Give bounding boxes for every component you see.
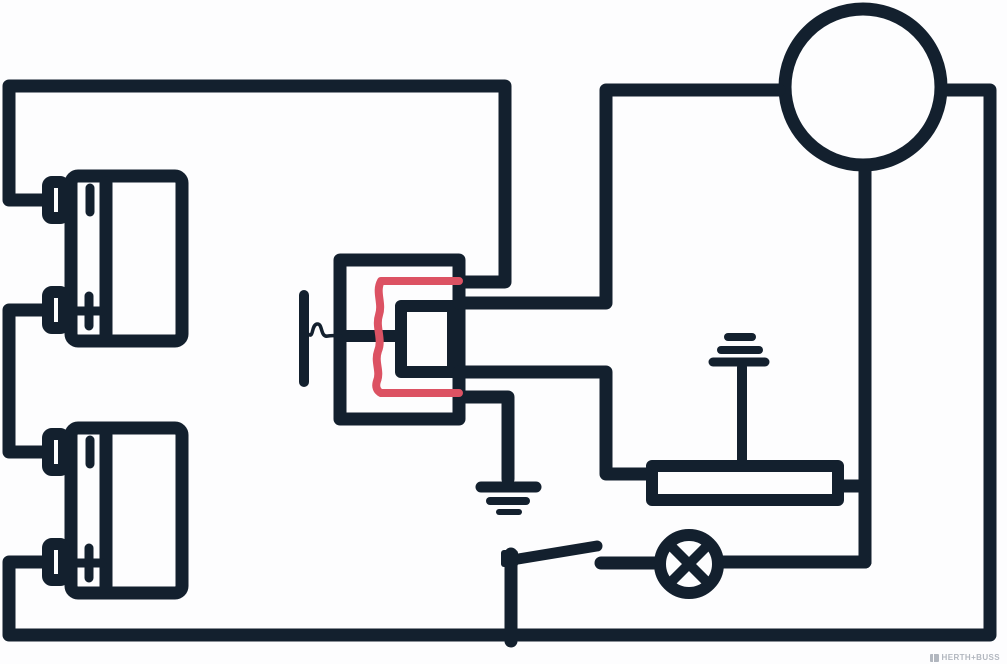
lamp-cross xyxy=(667,542,711,586)
wire-coil-to-motor xyxy=(452,83,786,310)
ground-symbol-2 xyxy=(708,333,770,466)
wire-relay-to-ground xyxy=(452,390,515,486)
wire-bottom-bus-and-right-riser xyxy=(2,83,997,642)
wire-top-bus-left xyxy=(2,79,512,289)
relay-input-squiggle xyxy=(306,322,343,338)
switch-lever xyxy=(506,540,603,566)
motor-circle xyxy=(778,2,948,172)
wire-battery-series-link xyxy=(2,303,51,459)
relay-coil-box xyxy=(395,300,459,378)
ground-symbol-1 xyxy=(475,481,542,515)
wiring xyxy=(2,79,997,648)
battery-1 xyxy=(48,176,182,341)
switch xyxy=(501,540,603,567)
herthbuss-logo-text: HERTH+BUSS xyxy=(941,653,1000,662)
relay-highlight-path xyxy=(372,277,463,397)
wire-coil-to-resistor xyxy=(452,365,654,481)
resistor-box xyxy=(646,460,844,506)
battery-2 xyxy=(48,428,182,593)
herthbuss-logo-icon xyxy=(929,653,939,662)
relay xyxy=(299,290,407,387)
herthbuss-logo: HERTH+BUSS xyxy=(929,653,1000,662)
lamp xyxy=(654,529,724,599)
